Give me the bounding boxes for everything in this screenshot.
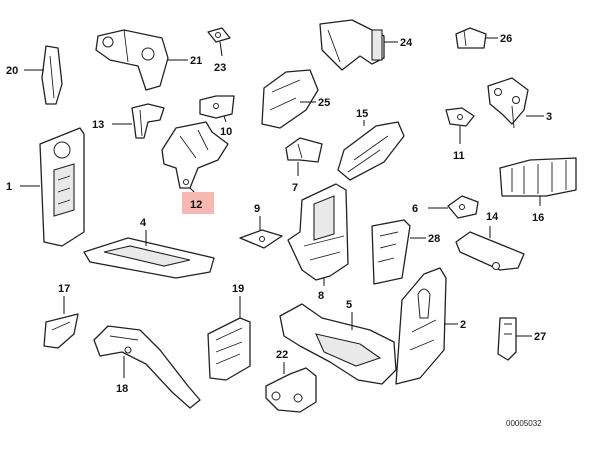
highlight-box — [182, 192, 214, 214]
callout-9: 9 — [254, 203, 261, 230]
part-10 — [199, 95, 235, 119]
label-14: 14 — [486, 211, 499, 223]
callout-8: 8 — [318, 278, 325, 302]
part-7 — [285, 137, 323, 163]
part-5 — [279, 303, 397, 385]
callout-19: 19 — [232, 283, 244, 318]
callout-22: 22 — [276, 349, 288, 374]
part-20 — [41, 45, 63, 105]
label-23: 23 — [214, 62, 226, 74]
callout-21: 21 — [168, 55, 202, 67]
label-3: 3 — [546, 111, 552, 123]
label-22: 22 — [276, 349, 288, 361]
callout-11: 11 — [453, 126, 465, 162]
callout-5: 5 — [346, 299, 353, 330]
label-4: 4 — [140, 217, 147, 229]
label-11: 11 — [453, 150, 465, 162]
label-20: 20 — [6, 65, 18, 77]
label-12: 12 — [190, 199, 202, 211]
part-13 — [131, 103, 165, 139]
callout-24: 24 — [384, 37, 413, 49]
label-1: 1 — [6, 181, 12, 193]
label-5: 5 — [346, 299, 352, 311]
part-23 — [207, 27, 231, 43]
label-9: 9 — [254, 203, 260, 215]
part-24 — [319, 19, 385, 71]
label-6: 6 — [412, 203, 418, 215]
callout-3: 3 — [526, 111, 552, 123]
label-7: 7 — [292, 182, 298, 194]
label-26: 26 — [500, 33, 512, 45]
label-25: 25 — [318, 97, 330, 109]
callout-27: 27 — [516, 331, 546, 343]
label-2: 2 — [460, 319, 466, 331]
part-1 — [39, 127, 85, 247]
part-27 — [497, 317, 517, 361]
callout-12: 12 — [182, 187, 214, 214]
part-19 — [207, 317, 251, 381]
label-8: 8 — [318, 290, 324, 302]
part-18 — [93, 325, 201, 409]
label-27: 27 — [534, 331, 546, 343]
label-16: 16 — [532, 212, 544, 224]
part-11 — [445, 107, 475, 127]
part-9 — [239, 229, 283, 249]
part-21 — [95, 29, 169, 91]
callout-16: 16 — [532, 196, 544, 224]
part-25 — [261, 69, 319, 129]
callout-25: 25 — [300, 97, 330, 109]
label-28: 28 — [428, 233, 440, 245]
label-17: 17 — [58, 283, 70, 295]
label-24: 24 — [400, 37, 413, 49]
callout-1: 1 — [6, 181, 40, 193]
label-21: 21 — [190, 55, 202, 67]
part-15 — [337, 121, 405, 181]
callout-6: 6 — [412, 203, 448, 215]
part-22 — [265, 367, 317, 413]
part-6 — [447, 195, 479, 219]
part-8 — [287, 183, 349, 281]
part-28 — [371, 219, 411, 285]
callout-26: 26 — [486, 33, 512, 45]
catalog-number: 00005032 — [506, 419, 542, 428]
callout-20: 20 — [6, 65, 44, 77]
callout-7: 7 — [292, 162, 299, 194]
part-3 — [487, 77, 529, 129]
callout-2: 2 — [444, 319, 466, 331]
callout-10: 10 — [220, 115, 232, 138]
part-4 — [83, 237, 215, 279]
part-16 — [499, 157, 577, 197]
callout-28: 28 — [410, 233, 440, 245]
part-12 — [161, 121, 229, 189]
label-15: 15 — [356, 108, 368, 120]
callout-13: 13 — [92, 119, 132, 131]
label-13: 13 — [92, 119, 104, 131]
callout-23: 23 — [214, 41, 226, 74]
part-2 — [395, 267, 447, 385]
callout-14: 14 — [486, 211, 499, 238]
part-17 — [43, 313, 79, 349]
part-14 — [455, 231, 525, 271]
label-19: 19 — [232, 283, 244, 295]
label-10: 10 — [220, 126, 232, 138]
callout-4: 4 — [140, 217, 147, 246]
callout-18: 18 — [116, 356, 128, 395]
part-26 — [455, 27, 487, 49]
callout-15: 15 — [356, 108, 368, 126]
label-18: 18 — [116, 383, 128, 395]
callout-17: 17 — [58, 283, 70, 314]
